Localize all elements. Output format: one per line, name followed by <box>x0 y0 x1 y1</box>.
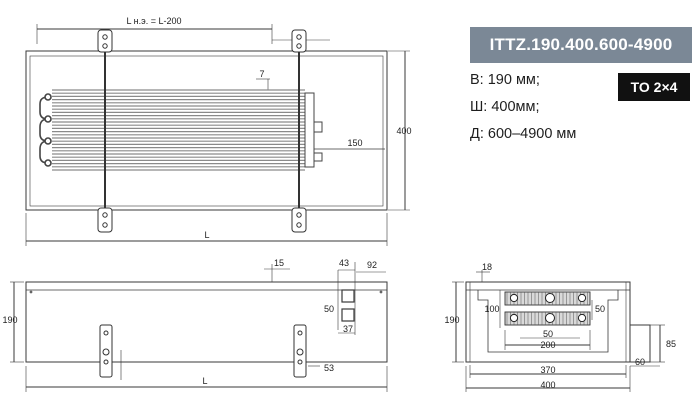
dim-side-length: L <box>202 376 207 386</box>
dim-pipe-spacing-43: 43 <box>339 258 349 268</box>
top-view <box>25 24 410 246</box>
dim-section-center-50: 50 <box>543 329 553 339</box>
dim-foot-depth-53: 53 <box>324 363 334 373</box>
dim-section-block-height-100: 100 <box>484 304 499 314</box>
mounting-brackets-top <box>97 29 307 233</box>
dim-support-height-85: 85 <box>666 339 676 349</box>
dim-support-width-60: 60 <box>635 357 645 367</box>
dim-section-wall-18: 18 <box>482 262 492 272</box>
dim-section-height-190: 190 <box>444 315 459 325</box>
dim-side-offset-15: 15 <box>274 258 284 268</box>
side-view <box>10 262 388 392</box>
top-view-frame <box>25 50 388 211</box>
dim-pipe-offset-92: 92 <box>367 260 377 270</box>
dim-section-inner-370: 370 <box>540 365 555 375</box>
section-outer-body <box>465 281 631 363</box>
model-code-badge: ITTZ.190.400.600-4900 <box>470 27 692 63</box>
dim-effective-length: L н.э. = L-200 <box>126 16 181 26</box>
dim-length-top: L <box>204 230 209 240</box>
dim-section-block-width-200: 200 <box>540 340 555 350</box>
dim-pipe-gap-37: 37 <box>343 324 353 334</box>
type-badge: TO 2×4 <box>618 73 690 101</box>
dim-section-outer-400: 400 <box>540 380 555 390</box>
dim-pipe-height-50: 50 <box>324 304 334 314</box>
side-view-body <box>25 281 388 363</box>
spec-height: В: 190 мм; <box>470 72 540 88</box>
dim-side-height-190: 190 <box>2 315 17 325</box>
mounting-brackets-side <box>99 324 307 380</box>
cross-section-view <box>452 270 665 392</box>
spec-width: Ш: 400мм; <box>470 99 540 115</box>
dim-connection-offset: 150 <box>347 138 362 148</box>
section-tubes <box>509 293 587 323</box>
heat-exchanger-fins <box>52 89 305 171</box>
dim-width-400: 400 <box>396 126 411 136</box>
spec-length: Д: 600–4900 мм <box>470 126 577 142</box>
dim-section-block-offset-50: 50 <box>595 304 605 314</box>
heat-exchanger-tubes <box>39 92 323 168</box>
dim-fin-pitch: 7 <box>259 69 264 79</box>
